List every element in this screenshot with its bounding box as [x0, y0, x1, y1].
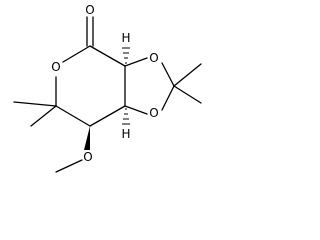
bond-omethoxy-methyl	[55, 159, 83, 173]
bond-c3-otop	[124, 57, 148, 67]
bond-otop-cacetal	[161, 62, 175, 87]
gem-dimethyl	[13, 101, 57, 127]
dioxolane-ring	[124, 57, 202, 115]
bond-c4-c5	[89, 105, 126, 127]
carbonyl-double-bond	[86, 16, 94, 47]
methoxy-oxygen-label: O	[83, 150, 92, 164]
bond-o1-c2	[62, 45, 91, 63]
methoxy-group	[55, 126, 90, 173]
carbonyl-oxygen-label: O	[85, 3, 94, 17]
wedge-bond-c5-omethoxy	[84, 126, 90, 150]
stereo-hydrogen-top-label: H	[121, 31, 130, 45]
bond-cacetal-methyl-2	[173, 85, 202, 104]
bond-c6-methyl-2	[30, 105, 57, 127]
atom-labels: O O O O O H H	[51, 3, 158, 164]
ring-oxygen-label: O	[51, 60, 60, 74]
chemical-structure-diagram: O O O O O H H	[13, 3, 202, 173]
bond-c2-c3	[89, 45, 126, 67]
dioxolane-oxygen-top-label: O	[149, 51, 158, 65]
hashed-bond-c3-h	[122, 47, 130, 64]
bond-c6-methyl-1	[13, 101, 57, 107]
stereo-hydrogen-bottom-label: H	[121, 127, 130, 141]
lactone-ring	[55, 45, 126, 127]
dioxolane-oxygen-bottom-label: O	[149, 106, 158, 120]
bond-obottom-cacetal	[161, 85, 175, 111]
bond-c5-c6	[55, 105, 91, 127]
bond-c4-obottom	[124, 105, 148, 115]
hashed-bond-c4-h	[122, 108, 130, 125]
bond-cacetal-methyl-1	[173, 63, 202, 87]
